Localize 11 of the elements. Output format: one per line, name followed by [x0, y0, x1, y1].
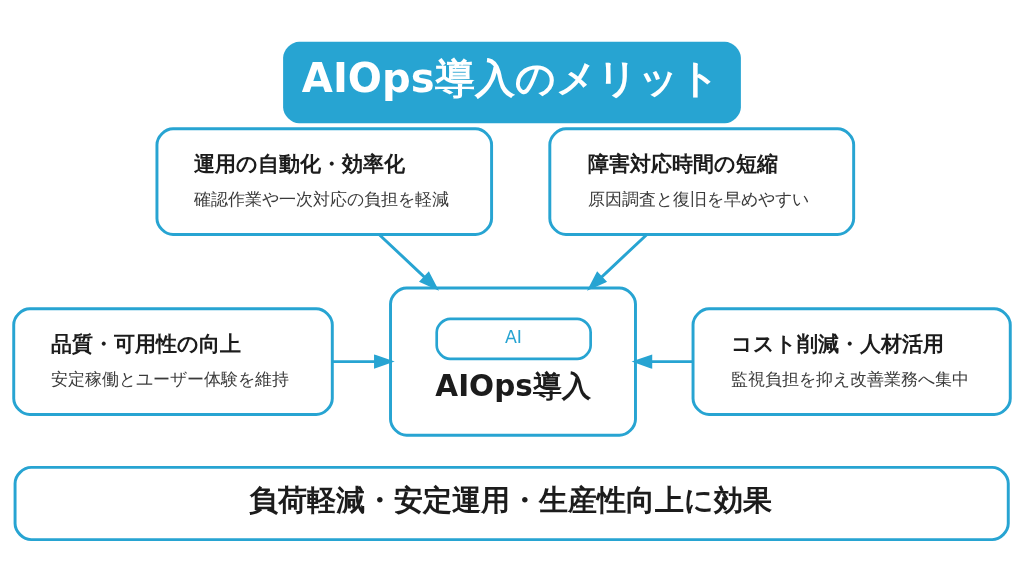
node-box: 品質・可用性の向上 安定稼働とユーザー体験を維持 — [12, 307, 334, 416]
arrow — [332, 354, 395, 369]
arrow — [378, 233, 439, 291]
arrow — [631, 354, 693, 369]
node-box: 負荷軽減・安定運用・生産性向上に効果 — [13, 465, 1010, 542]
arrow — [587, 233, 648, 291]
node-box: コスト削減・人材活用 監視負担を抑え改善業務へ集中 — [691, 307, 1012, 416]
node-box: 運用の自動化・効率化 確認作業や一次対応の負担を軽減 — [155, 127, 494, 236]
node-box: 障害対応時間の短縮 原因調査と復旧を早めやすい — [548, 127, 856, 236]
node-box: AI AIOps導入 — [389, 286, 637, 437]
diagram-title: AIOps導入のメリット — [301, 54, 720, 101]
